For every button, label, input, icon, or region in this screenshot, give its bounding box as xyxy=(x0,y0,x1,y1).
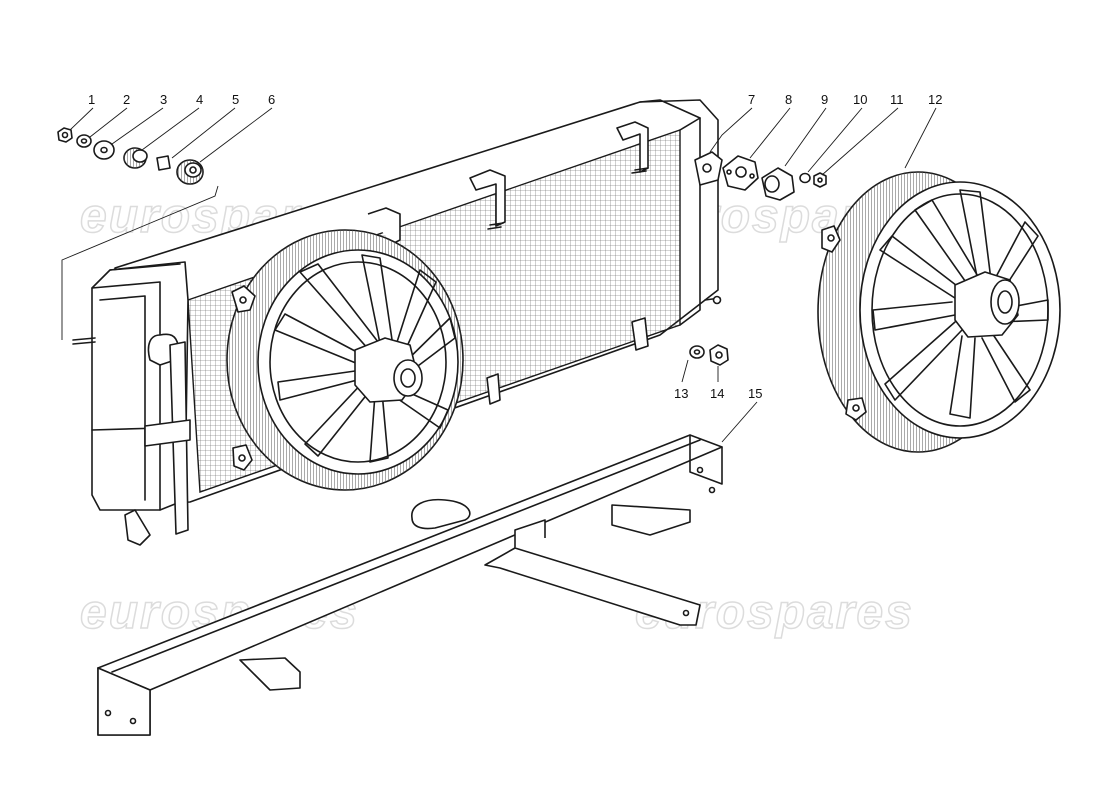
support-bracket xyxy=(97,434,723,736)
callout-1: 1 xyxy=(88,92,95,107)
callout-14: 14 xyxy=(710,386,724,401)
callout-4: 4 xyxy=(196,92,203,107)
part-mount-plate xyxy=(694,151,723,186)
callout-11: 11 xyxy=(890,92,904,107)
callout-2: 2 xyxy=(123,92,130,107)
callout-9: 9 xyxy=(821,92,828,107)
fan-motor-cap xyxy=(393,359,423,397)
callout-10: 10 xyxy=(853,92,867,107)
leader-lines xyxy=(69,107,937,443)
callout-6: 6 xyxy=(268,92,275,107)
part-washer-13 xyxy=(689,345,705,359)
part-gasket xyxy=(722,155,759,191)
drain-pipe xyxy=(124,509,151,546)
fastener-set-right xyxy=(694,151,827,201)
callout-numbers: 1 2 3 4 5 6 7 8 9 10 11 12 13 14 15 xyxy=(88,92,942,401)
tank-clamp xyxy=(144,419,191,447)
part-washer-small xyxy=(799,172,811,184)
part-nut-small xyxy=(813,172,827,188)
radiator-bracket xyxy=(616,121,649,173)
radiator-bracket xyxy=(367,207,401,245)
callout-13: 13 xyxy=(674,386,688,401)
part-spacer xyxy=(156,155,171,171)
callout-7: 7 xyxy=(748,92,755,107)
callout-3: 3 xyxy=(160,92,167,107)
fastener-set-left xyxy=(57,127,219,340)
part-washer xyxy=(76,134,92,148)
spare-fan-motor-cap xyxy=(990,279,1020,325)
callout-15: 15 xyxy=(748,386,762,401)
callout-8: 8 xyxy=(785,92,792,107)
mounted-fan xyxy=(226,229,464,491)
callout-5: 5 xyxy=(232,92,239,107)
part-nut xyxy=(57,127,73,143)
callout-12: 12 xyxy=(928,92,942,107)
fastener-set-lower xyxy=(689,344,729,366)
part-washer-large xyxy=(93,140,115,160)
fan-blades xyxy=(274,254,456,463)
part-nut-14 xyxy=(709,344,729,366)
spare-fan-blades xyxy=(872,189,1049,419)
bracket-end-plate xyxy=(97,667,151,736)
spare-fan xyxy=(817,171,1061,453)
